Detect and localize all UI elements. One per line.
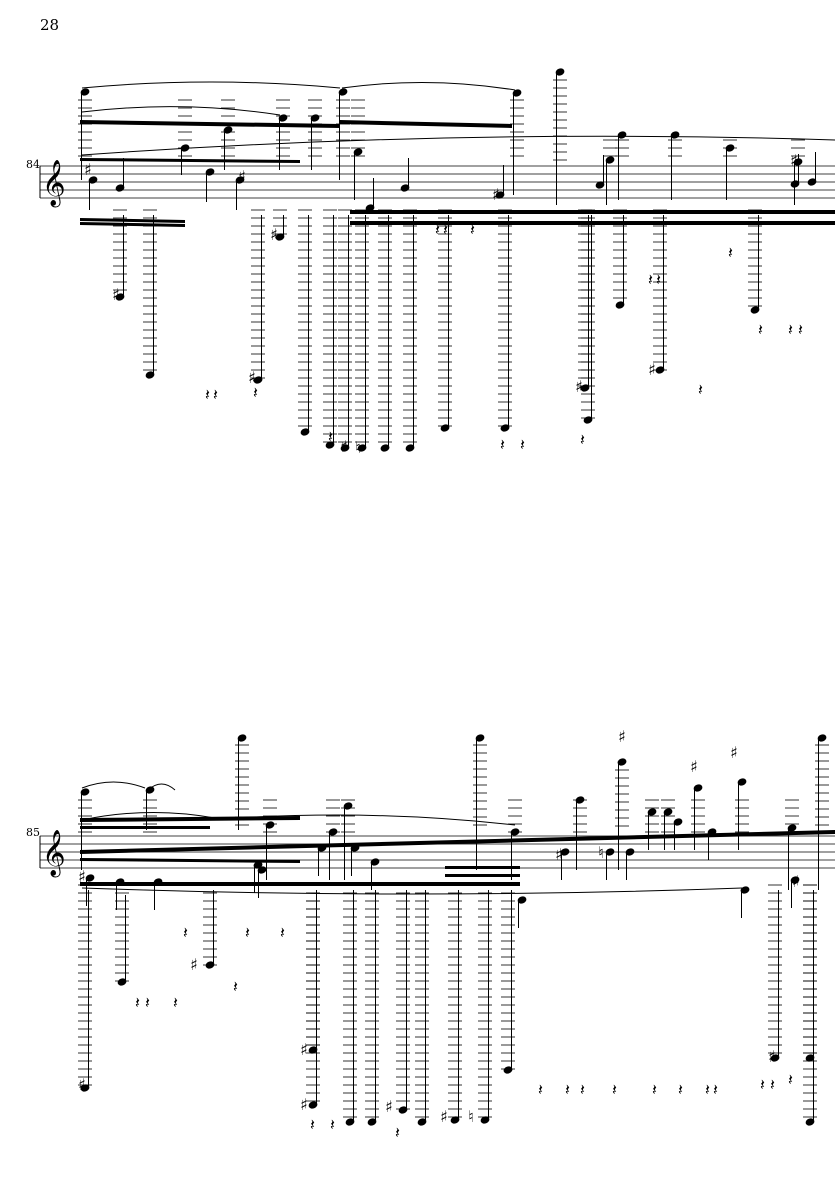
rest: 𝄽 xyxy=(500,435,505,454)
beam xyxy=(80,158,300,163)
rest: 𝄽 xyxy=(145,993,150,1012)
rest: 𝄽 xyxy=(310,1115,315,1134)
rest: 𝄽 xyxy=(330,1115,335,1134)
rest: 𝄽 xyxy=(135,993,140,1012)
rest: 𝄽 xyxy=(173,993,178,1012)
rest: 𝄽 xyxy=(798,320,803,339)
sharp-accidental: ♯ xyxy=(248,368,256,387)
rest: 𝄽 xyxy=(328,427,333,446)
beam xyxy=(80,222,185,227)
beam xyxy=(80,830,835,854)
sharp-accidental: ♯ xyxy=(768,1047,776,1066)
rest: 𝄽 xyxy=(233,977,238,996)
sharp-accidental: ♯ xyxy=(270,225,278,244)
beam xyxy=(80,882,520,886)
sharp-accidental: ♯ xyxy=(440,1107,448,1126)
rest: 𝄽 xyxy=(395,1123,400,1142)
rest: 𝄽 xyxy=(612,1080,617,1099)
rest: 𝄽 xyxy=(728,243,733,262)
rest: 𝄽 xyxy=(565,1080,570,1099)
rest: 𝄽 xyxy=(520,435,525,454)
slur xyxy=(81,812,216,821)
sharp-accidental: ♯ xyxy=(792,872,800,891)
rest: 𝄽 xyxy=(678,1080,683,1099)
staff-system-84: 𝄞♯♯♯♯♯♯♯♯♯♯♮𝄽𝄽𝄽𝄽𝄽𝄽𝄽𝄽𝄽𝄽𝄽𝄽𝄽𝄽𝄽𝄽𝄽 xyxy=(39,68,835,457)
sharp-accidental: ♯ xyxy=(790,151,798,170)
sharp-accidental: ♯ xyxy=(300,1095,308,1114)
sharp-accidental: ♯ xyxy=(618,727,626,746)
rest: 𝄽 xyxy=(470,220,475,239)
slur xyxy=(81,81,341,89)
sharp-accidental: ♯ xyxy=(340,437,348,456)
rest: 𝄽 xyxy=(788,320,793,339)
rest: 𝄽 xyxy=(705,1080,710,1099)
rest: 𝄽 xyxy=(652,1080,657,1099)
sharp-accidental: ♯ xyxy=(190,955,198,974)
rest: 𝄽 xyxy=(245,923,250,942)
beam xyxy=(80,218,185,223)
sharp-accidental: ♯ xyxy=(78,867,86,886)
rest: 𝄽 xyxy=(760,1075,765,1094)
page-number: 28 xyxy=(40,16,60,34)
natural-accidental: ♮ xyxy=(598,843,604,862)
sharp-accidental: ♯ xyxy=(78,1075,86,1094)
sharp-accidental: ♯ xyxy=(555,845,563,864)
natural-accidental: ♮ xyxy=(468,1107,474,1126)
natural-accidental: ♮ xyxy=(355,438,361,457)
beam xyxy=(445,866,520,869)
rest: 𝄽 xyxy=(183,923,188,942)
beam xyxy=(80,120,340,128)
rest: 𝄽 xyxy=(205,385,210,404)
rest: 𝄽 xyxy=(648,270,653,289)
slur xyxy=(81,135,835,156)
rest: 𝄽 xyxy=(770,1075,775,1094)
sharp-accidental: ♯ xyxy=(300,1040,308,1059)
rest: 𝄽 xyxy=(758,320,763,339)
rest: 𝄽 xyxy=(788,1070,793,1089)
sharp-accidental: ♯ xyxy=(575,377,583,396)
treble-clef: 𝄞 xyxy=(42,160,66,208)
slur xyxy=(81,106,281,116)
beam xyxy=(350,210,835,214)
sharp-accidental: ♯ xyxy=(730,743,738,762)
sharp-accidental: ♯ xyxy=(238,167,246,186)
rest: 𝄽 xyxy=(435,220,440,239)
sharp-accidental: ♯ xyxy=(648,360,656,379)
rest: 𝄽 xyxy=(580,1080,585,1099)
rest: 𝄽 xyxy=(580,430,585,449)
measure-number-84: 84 xyxy=(26,158,40,171)
beam xyxy=(80,858,300,863)
sharp-accidental: ♯ xyxy=(690,757,698,776)
sharp-accidental: ♯ xyxy=(385,1097,393,1116)
rest: 𝄽 xyxy=(713,1080,718,1099)
beam xyxy=(340,120,512,128)
measure-number-85: 85 xyxy=(26,826,40,839)
rest: 𝄽 xyxy=(698,380,703,399)
slur xyxy=(81,781,146,789)
beam xyxy=(445,874,520,877)
rest: 𝄽 xyxy=(280,923,285,942)
beam xyxy=(80,816,300,822)
sharp-accidental: ♯ xyxy=(492,185,500,204)
sharp-accidental: ♯ xyxy=(112,285,120,304)
rest: 𝄽 xyxy=(213,385,218,404)
sharp-accidental: ♯ xyxy=(84,160,92,179)
beam xyxy=(350,221,835,225)
rest: 𝄽 xyxy=(656,270,661,289)
slur xyxy=(81,887,743,895)
rest: 𝄽 xyxy=(443,220,448,239)
rest: 𝄽 xyxy=(538,1080,543,1099)
beam xyxy=(80,826,210,829)
staff-system-85: 𝄞♯♯♯♯♯♯♯♯♯♯♯♯♯♮♮𝄽𝄽𝄽𝄽𝄽𝄽𝄽𝄽𝄽𝄽𝄽𝄽𝄽𝄽𝄽𝄽𝄽𝄽𝄽𝄽𝄽 xyxy=(39,727,835,1142)
slur xyxy=(341,81,516,91)
treble-clef: 𝄞 xyxy=(42,830,66,878)
rest: 𝄽 xyxy=(253,383,258,402)
